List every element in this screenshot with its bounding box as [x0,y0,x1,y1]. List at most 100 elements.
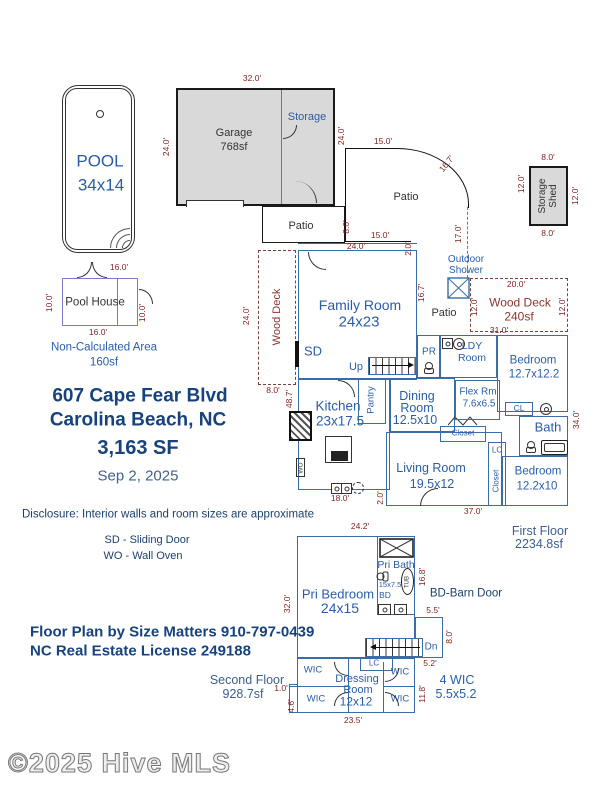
living-room [386,432,502,506]
family-top-offset-line [298,243,417,244]
bedroom-1-size: 12.7x12.2 [508,368,560,381]
pri-bedroom-block [297,536,415,658]
linen-closet [488,442,506,506]
kitchen-size: 23x17.5 [315,413,365,429]
wic-left-divider [348,658,349,713]
closet-cl [505,402,533,416]
pool-house-door-arc [92,262,107,278]
stairs-up-arrow [372,365,410,366]
sliding-door-label: SD [303,343,323,359]
dining-size: 12.5x10 [392,413,438,427]
bedroom-1-label: Bedroom [509,354,557,367]
wood-deck-right-sf: 240sf [504,309,534,324]
wall-oven-label: WO [297,462,305,474]
upper-linen-closet [360,658,393,671]
hall-closet-label: Closet [451,428,475,438]
storage-shed-label: Storage Shed [537,178,559,213]
wood-deck-left-dim-bottom: 8.0' [266,385,280,396]
plan-date: Sep 2, 2025 [97,467,179,485]
toilet-icon [424,362,434,374]
address-line2: Carolina Beach, NC [49,409,227,431]
legend-wall-oven: WO - Wall Oven [103,549,183,562]
laundry-label-line2: Room [457,352,487,365]
wic-right-divider [383,662,384,713]
stairs-down-arrow [376,647,420,648]
wic-label-4: WIC [390,693,410,705]
patio-side-label: Patio [431,306,457,319]
bathroom-label: Bath [534,419,562,435]
patio-small [262,206,345,243]
garage-label: Garage [215,126,253,139]
wood-deck-left-label: Wood Deck [270,288,283,346]
bathroom [519,416,568,456]
cooktop-icon [331,451,348,461]
wood-deck-right-dim-left: 12.0' [469,297,480,317]
floor1-dim-right: 34.0' [571,410,582,430]
barn-door-label: BD [379,590,391,601]
wood-deck-right-dim-top: 20.0' [506,279,526,290]
floor2-dim-wing-right: 8.0' [444,630,455,644]
family-dim-top: 24.0' [346,241,366,252]
washer-icon [453,338,465,350]
dining-label-line2: Room [400,401,434,415]
wood-deck-right-label: Wood Deck [489,295,551,310]
pantry [358,378,386,424]
shed-dim-left: 12.0' [516,174,527,194]
floor2-dim-left: 32.0' [282,594,293,614]
dishwasher-icon [352,482,364,494]
non-calculated-sf: 160sf [89,356,119,369]
total-sqft: 3,163 SF [97,436,179,459]
patio-dim-top: 15.0' [373,136,393,147]
laundry-machine-icon [442,338,453,349]
dressing-block-notch [289,684,298,713]
pool-house-dim-bottom: 16.0' [88,327,108,338]
first-floor-label: First Floor [511,524,569,538]
shed-dim-top: 8.0' [541,152,555,163]
dressing-label-line2: Room [343,683,373,696]
pool-inner-outline [65,88,132,250]
outdoor-shower-line1: Outdoor [447,253,485,265]
wall-oven [296,458,305,477]
linen-closet-label: Closet [491,469,501,493]
pool-house-door-arc [77,262,92,278]
upper-hall-wing [415,617,443,658]
storage-shed-label-line1: Storage [536,178,548,214]
pool-house-dim-top: 16.0' [109,262,129,273]
stairs-up-label: Up [348,360,364,373]
patio-dim-left: 8.0' [341,220,352,234]
pri-bath-size: 15x7.5 [378,579,402,589]
pantry-label: Pantry [365,386,377,414]
patio-large-top-wall [345,148,397,149]
bedroom-2 [502,456,568,506]
upper-lc-label: LC [368,658,380,668]
pri-tub-label: TUB [404,576,411,588]
kitchen-sink-icon [341,483,352,494]
flex-room [455,380,500,420]
storage-label: Storage [287,110,327,123]
pool-house-label: Pool House [65,296,125,309]
patio-small-label: Patio [288,219,314,232]
pri-shower-icon [379,538,414,558]
pool-house [62,278,138,326]
pool-house-divider [117,279,118,325]
garage-door [186,200,244,207]
shed-dim-bottom: 8.0' [541,228,555,239]
second-floor-label: Second Floor [209,673,285,687]
patio-dashed-boundary [467,207,468,278]
pool-label: POOL [76,151,124,171]
garage-dim-right: 24.0' [336,126,347,146]
floor2-dim-wing-top: 5.5' [426,605,440,616]
outdoor-shower-label: Outdoor Shower [448,254,484,276]
stairs-down-label: Dn [424,641,438,653]
floor2-dim-bottom: 23.5' [343,715,363,726]
wic-left-shelf [290,686,348,687]
bathtub-icon [541,440,568,455]
stairs-up-arrowhead [408,362,414,368]
bedroom-2-size: 12.2x10 [516,480,558,493]
hall-closet [440,426,486,442]
legend-barn-door: BD-Barn Door [429,587,503,600]
floor1-dim-left: 48.7' [284,389,295,409]
firm-line2: NC Real Estate License 249188 [30,642,251,660]
mls-watermark: ©2025 Hive MLS [8,748,231,779]
floor1-dim-bottom: 37.0' [463,506,483,517]
